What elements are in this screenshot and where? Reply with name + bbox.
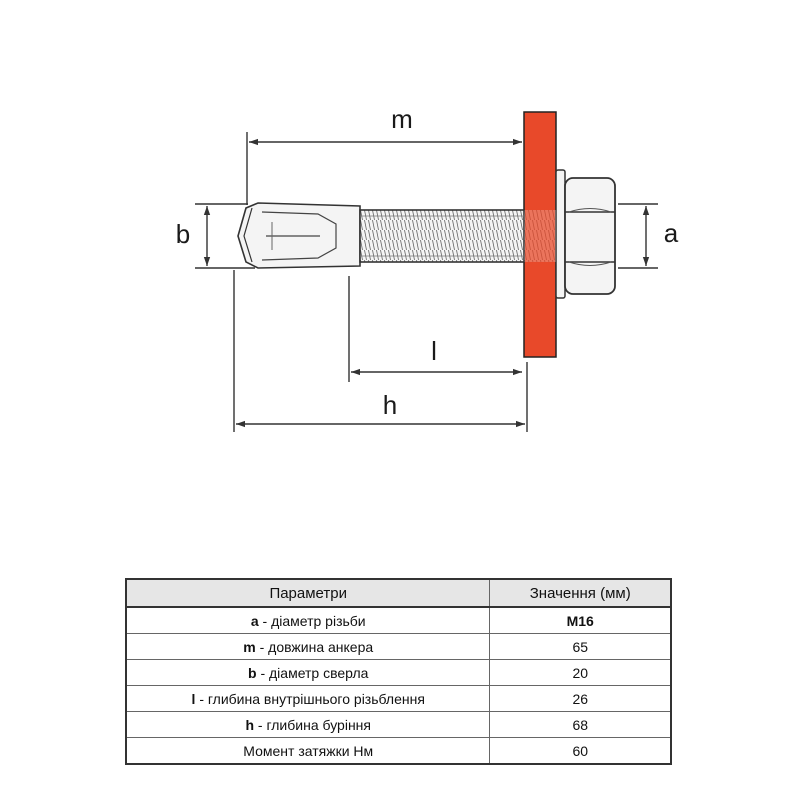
param-symbol: a	[250, 612, 259, 629]
dimension-label-h: h	[383, 390, 397, 420]
dimension-label-m: m	[391, 104, 413, 134]
header-parameters: Параметри	[125, 578, 491, 608]
table-row-b: b - діаметр сверла 20	[125, 659, 672, 686]
param-value: M16	[566, 612, 594, 629]
param-description: - діаметр сверла	[256, 664, 369, 681]
table-row-l: l - глибина внутрішнього різьблення 26	[125, 685, 672, 712]
washer	[555, 169, 566, 299]
value-cell: 65	[489, 633, 672, 660]
threaded-rod	[359, 209, 556, 263]
param-description: Момент затяжки Нм	[243, 742, 374, 759]
param-description: - довжина анкера	[255, 638, 374, 655]
dimension-h: h	[233, 270, 528, 432]
param-value: 68	[572, 716, 589, 733]
param-value: 60	[572, 742, 589, 759]
dimension-l: l	[348, 276, 522, 382]
param-cell: l - глибина внутрішнього різьблення	[125, 685, 491, 712]
param-value: 65	[572, 638, 589, 655]
value-cell: 68	[489, 711, 672, 738]
value-cell: 26	[489, 685, 672, 712]
param-cell: Момент затяжки Нм	[125, 737, 491, 765]
dimension-b: b	[176, 203, 255, 269]
table-row-a: a - діаметр різьби M16	[125, 606, 672, 634]
param-cell: a - діаметр різьби	[125, 606, 491, 634]
value-cell: 60	[489, 737, 672, 765]
param-symbol: h	[245, 716, 255, 733]
param-cell: m - довжина анкера	[125, 633, 491, 660]
table-row-torque: Момент затяжки Нм 60	[125, 737, 672, 765]
dimension-m: m	[246, 104, 522, 205]
param-description: - діаметр різьби	[258, 612, 366, 629]
anchor-sleeve	[237, 202, 361, 269]
header-value: Значення (мм)	[489, 578, 672, 608]
param-symbol: b	[248, 664, 257, 681]
param-value: 26	[572, 690, 589, 707]
param-description: - глибина внутрішнього різьблення	[195, 690, 425, 707]
param-cell: h - глибина буріння	[125, 711, 491, 738]
anchor-technical-drawing: m b a l h	[176, 104, 679, 432]
value-cell: 20	[489, 659, 672, 686]
param-cell: b - діаметр сверла	[125, 659, 491, 686]
table-header-row: Параметри Значення (мм)	[125, 578, 672, 608]
dimension-label-b: b	[176, 219, 190, 249]
hex-nut	[564, 177, 616, 295]
param-description: - глибина буріння	[254, 716, 371, 733]
param-value: 20	[572, 664, 589, 681]
table-row-m: m - довжина анкера 65	[125, 633, 672, 660]
value-cell: M16	[489, 606, 672, 634]
parameters-table: Параметри Значення (мм) a - діаметр різь…	[125, 578, 672, 765]
table-row-h: h - глибина буріння 68	[125, 711, 672, 738]
dimension-a: a	[618, 203, 679, 269]
dimension-label-a: a	[664, 218, 679, 248]
param-symbol: l	[191, 690, 196, 707]
param-symbol: m	[243, 638, 256, 655]
dimension-label-l: l	[431, 336, 437, 366]
